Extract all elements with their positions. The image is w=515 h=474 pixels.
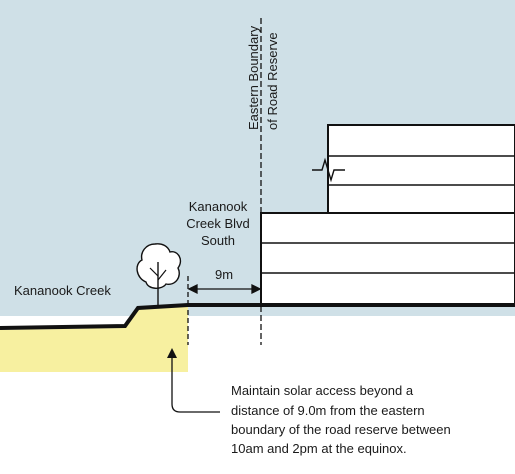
boundary-label-line-1: Eastern Boundary [246,25,261,130]
boundary-label-line-2: of Road Reserve [265,32,280,130]
creek-label: Kananook Creek [14,283,111,298]
tree-icon [136,243,182,306]
dimension-arrow [187,283,262,295]
solar-access-zone [0,306,188,372]
note-line-4: 10am and 2pm at the equinox. [231,441,407,456]
building-upper [327,124,515,216]
building-podium [260,212,515,307]
note-line-1: Maintain solar access beyond a [231,383,414,398]
road-label-line-2: Creek Blvd [186,216,250,231]
callout-arrowhead [167,348,177,358]
callout-leader [171,356,220,413]
dimension-label: 9m [215,267,233,282]
road-label-line-1: Kananook [189,199,248,214]
building-floor-lines [261,155,515,274]
note-line-2: distance of 9.0m from the eastern [231,403,425,418]
break-line-icon [312,157,345,183]
note-line-3: boundary of the road reserve between [231,422,451,437]
ground-line [0,303,515,330]
road-label-line-3: South [201,233,235,248]
